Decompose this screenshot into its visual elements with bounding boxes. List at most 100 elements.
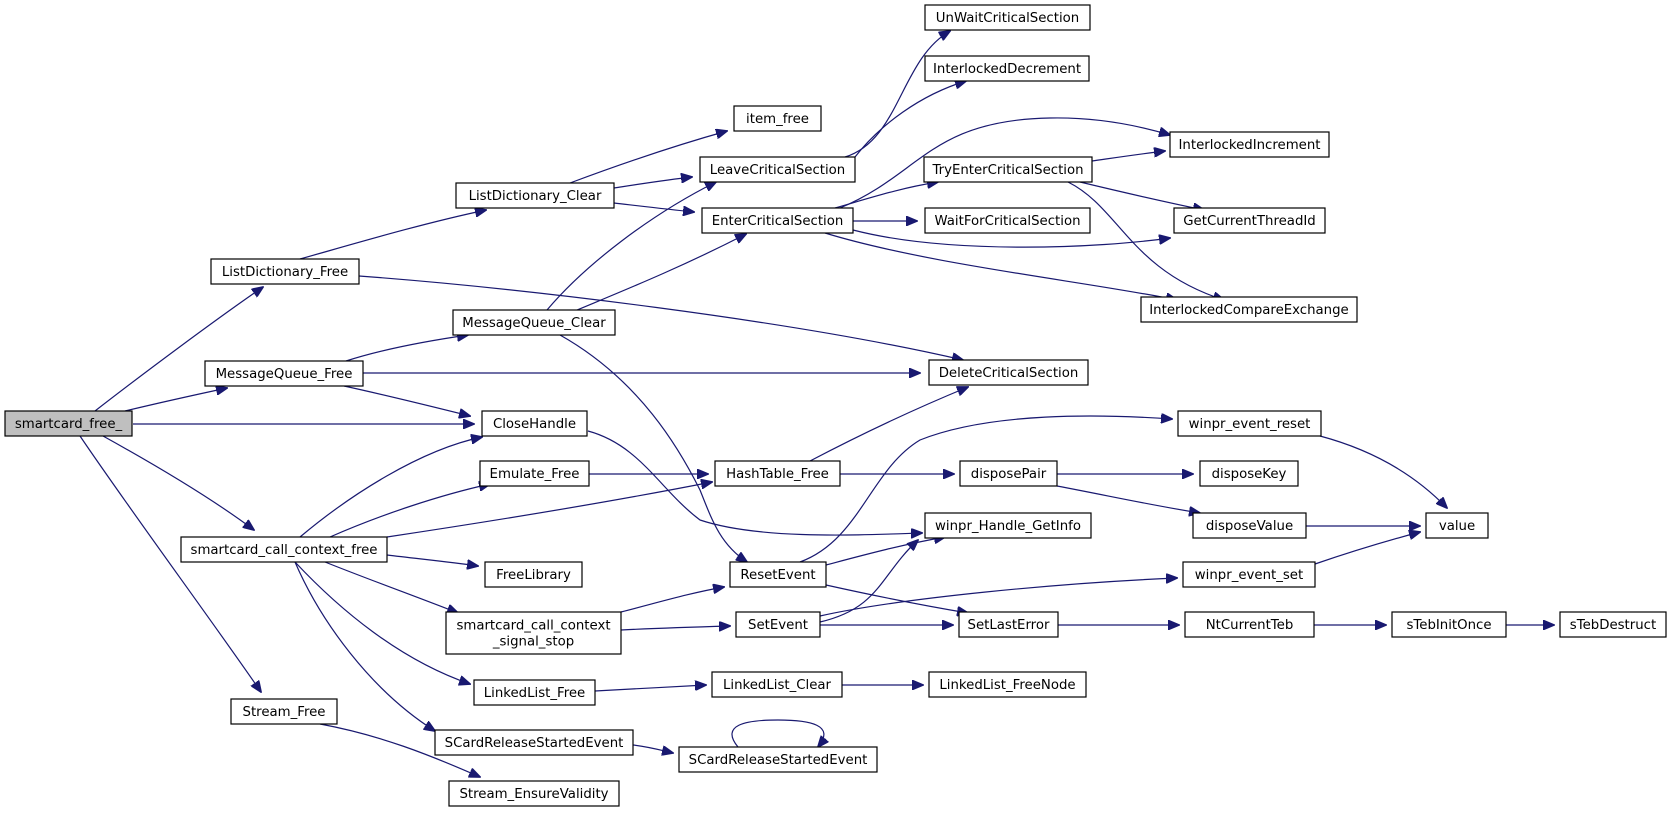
- node-box[interactable]: [924, 207, 1091, 234]
- node-label: HashTable_Free: [726, 467, 829, 482]
- node-ResetEvent[interactable]: ResetEvent: [729, 561, 827, 588]
- node-Stream_EnsureValidity[interactable]: Stream_EnsureValidity: [448, 780, 620, 807]
- edge-smartcard_call_context_free-to-SCardReleaseStartedEvent_1: [294, 561, 435, 731]
- node-label: ListDictionary_Clear: [469, 189, 602, 204]
- node-smartcard_call_context_free[interactable]: smartcard_call_context_free: [180, 536, 388, 563]
- node-sTebDestruct[interactable]: sTebDestruct: [1559, 611, 1667, 638]
- node-SCardReleaseStartedEvent_1[interactable]: SCardReleaseStartedEvent: [434, 729, 634, 756]
- node-box[interactable]: [4, 410, 133, 437]
- node-MessageQueue_Free[interactable]: MessageQueue_Free: [204, 360, 364, 387]
- node-label: sTebDestruct: [1570, 618, 1656, 633]
- node-LinkedList_Clear[interactable]: LinkedList_Clear: [711, 671, 843, 698]
- node-box[interactable]: [711, 671, 843, 698]
- edge-smartcard_call_context_free-to-CloseHandle: [299, 437, 482, 538]
- node-box[interactable]: [210, 258, 360, 285]
- node-InterlockedDecrement[interactable]: InterlockedDecrement: [924, 55, 1090, 82]
- node-box[interactable]: [924, 4, 1091, 31]
- node-label: SCardReleaseStartedEvent: [689, 753, 868, 768]
- node-box[interactable]: [448, 780, 620, 807]
- node-box[interactable]: [452, 309, 616, 336]
- node-GetCurrentThreadId[interactable]: GetCurrentThreadId: [1173, 207, 1326, 234]
- node-MessageQueue_Clear[interactable]: MessageQueue_Clear: [452, 309, 616, 336]
- node-box[interactable]: [923, 156, 1093, 183]
- node-smartcard_call_context_signal_stop[interactable]: smartcard_call_context_signal_stop: [445, 611, 622, 655]
- node-box[interactable]: [958, 611, 1059, 638]
- node-winpr_event_reset[interactable]: winpr_event_reset: [1177, 410, 1322, 437]
- node-box[interactable]: [701, 207, 854, 234]
- node-box[interactable]: [481, 410, 588, 437]
- node-ListDictionary_Free[interactable]: ListDictionary_Free: [210, 258, 360, 285]
- node-value[interactable]: value: [1425, 512, 1489, 539]
- edge-smartcard_call_context_signal_stop-to-ResetEvent: [620, 587, 724, 613]
- node-label: WaitForCriticalSection: [934, 214, 1080, 229]
- node-ListDictionary_Clear[interactable]: ListDictionary_Clear: [455, 182, 615, 209]
- node-sTebInitOnce[interactable]: sTebInitOnce: [1391, 611, 1507, 638]
- node-smartcard_free_[interactable]: smartcard_free_: [4, 410, 133, 437]
- edge-TryEnterCriticalSection-to-GetCurrentThreadId: [1079, 181, 1204, 210]
- node-LinkedList_FreeNode[interactable]: LinkedList_FreeNode: [928, 671, 1087, 698]
- node-label: InterlockedCompareExchange: [1149, 303, 1349, 318]
- node-EnterCriticalSection[interactable]: EnterCriticalSection: [701, 207, 854, 234]
- node-item_free[interactable]: item_free: [733, 105, 822, 132]
- node-box[interactable]: [445, 611, 622, 655]
- node-UnWaitCriticalSection[interactable]: UnWaitCriticalSection: [924, 4, 1091, 31]
- edge-ListDictionary_Clear-to-item_free: [569, 131, 727, 184]
- node-box[interactable]: [180, 536, 388, 563]
- node-box[interactable]: [735, 611, 821, 638]
- edge-MessageQueue_Free-to-MessageQueue_Clear: [345, 335, 468, 362]
- node-box[interactable]: [1169, 131, 1330, 158]
- node-box[interactable]: [924, 55, 1090, 82]
- node-box[interactable]: [1184, 611, 1315, 638]
- node-box[interactable]: [699, 156, 856, 183]
- node-box[interactable]: [678, 746, 878, 773]
- node-box[interactable]: [959, 460, 1058, 487]
- node-label: winpr_Handle_GetInfo: [935, 519, 1081, 534]
- node-InterlockedCompareExchange[interactable]: InterlockedCompareExchange: [1140, 296, 1358, 323]
- node-LeaveCriticalSection[interactable]: LeaveCriticalSection: [699, 156, 856, 183]
- node-disposeValue[interactable]: disposeValue: [1192, 512, 1307, 539]
- edge-CloseHandle-to-winpr_Handle_GetInfo: [587, 430, 922, 535]
- node-Stream_Free[interactable]: Stream_Free: [230, 698, 338, 725]
- node-box[interactable]: [714, 460, 841, 487]
- node-box[interactable]: [434, 729, 634, 756]
- node-box[interactable]: [1199, 460, 1299, 487]
- node-box[interactable]: [1140, 296, 1358, 323]
- node-box[interactable]: [928, 671, 1087, 698]
- node-NtCurrentTeb[interactable]: NtCurrentTeb: [1184, 611, 1315, 638]
- node-SetEvent[interactable]: SetEvent: [735, 611, 821, 638]
- node-HashTable_Free[interactable]: HashTable_Free: [714, 460, 841, 487]
- node-box[interactable]: [473, 679, 596, 706]
- node-box[interactable]: [484, 561, 583, 588]
- node-box[interactable]: [924, 512, 1092, 539]
- node-winpr_Handle_GetInfo[interactable]: winpr_Handle_GetInfo: [924, 512, 1092, 539]
- node-WaitForCriticalSection[interactable]: WaitForCriticalSection: [924, 207, 1091, 234]
- node-SCardReleaseStartedEvent_2[interactable]: SCardReleaseStartedEvent: [678, 746, 878, 773]
- node-DeleteCriticalSection[interactable]: DeleteCriticalSection: [928, 359, 1089, 386]
- node-disposePair[interactable]: disposePair: [959, 460, 1058, 487]
- node-box[interactable]: [1177, 410, 1322, 437]
- node-LinkedList_Free[interactable]: LinkedList_Free: [473, 679, 596, 706]
- node-label: TryEnterCriticalSection: [931, 163, 1083, 178]
- node-box[interactable]: [733, 105, 822, 132]
- node-CloseHandle[interactable]: CloseHandle: [481, 410, 588, 437]
- node-box[interactable]: [1391, 611, 1507, 638]
- node-box[interactable]: [1559, 611, 1667, 638]
- node-box[interactable]: [1425, 512, 1489, 539]
- node-TryEnterCriticalSection[interactable]: TryEnterCriticalSection: [923, 156, 1093, 183]
- node-disposeKey[interactable]: disposeKey: [1199, 460, 1299, 487]
- node-box[interactable]: [928, 359, 1089, 386]
- node-box[interactable]: [204, 360, 364, 387]
- node-box[interactable]: [1192, 512, 1307, 539]
- node-box[interactable]: [230, 698, 338, 725]
- node-winpr_event_set[interactable]: winpr_event_set: [1182, 561, 1316, 588]
- node-box[interactable]: [455, 182, 615, 209]
- node-InterlockedIncrement[interactable]: InterlockedIncrement: [1169, 131, 1330, 158]
- node-SetLastError[interactable]: SetLastError: [958, 611, 1059, 638]
- edge-SetEvent-to-winpr_Handle_GetInfo: [819, 540, 918, 623]
- node-box[interactable]: [1173, 207, 1326, 234]
- node-box[interactable]: [1182, 561, 1316, 588]
- node-Emulate_Free[interactable]: Emulate_Free: [479, 460, 590, 487]
- node-FreeLibrary[interactable]: FreeLibrary: [484, 561, 583, 588]
- node-box[interactable]: [729, 561, 827, 588]
- node-box[interactable]: [479, 460, 590, 487]
